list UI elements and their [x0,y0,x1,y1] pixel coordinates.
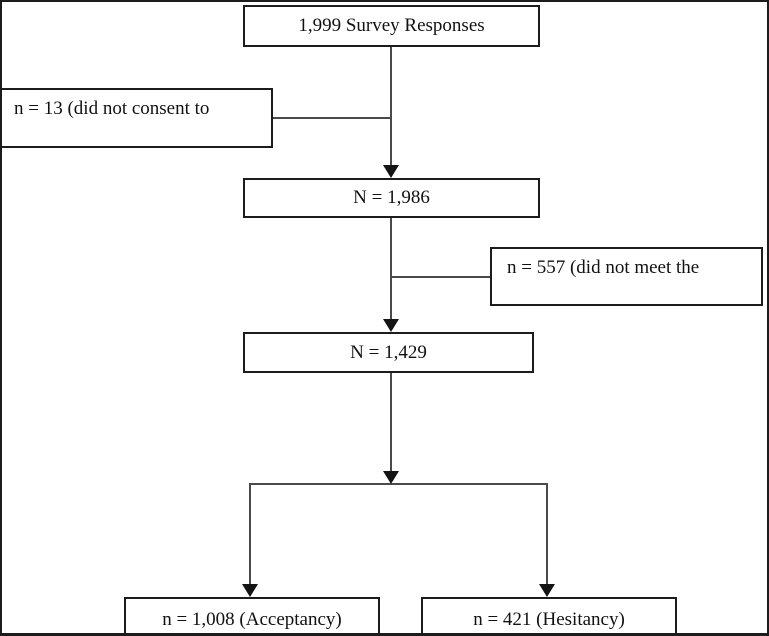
arrowhead-down-icon [383,165,399,178]
connector-total-to-n1986 [390,47,392,166]
connector-branch-bar [249,483,548,485]
node-total-responses: 1,999 Survey Responses [243,5,540,47]
connector-to-excluded-criteria [391,276,490,278]
connector-n1429-to-branch [390,373,392,472]
node-hesitancy-label: n = 421 (Hesitancy) [473,609,625,630]
connector-branch-to-hesitancy [546,483,548,585]
node-acceptancy: n = 1,008 (Acceptancy) [124,597,380,636]
connector-branch-to-acceptancy [249,483,251,585]
arrowhead-down-icon [383,471,399,484]
connector-n1986-to-n1429 [390,218,392,320]
node-after-consent: N = 1,986 [243,178,540,218]
arrowhead-down-icon [539,584,555,597]
connector-to-excluded-consent [272,117,391,119]
arrowhead-down-icon [242,584,258,597]
node-excluded-criteria: n = 557 (did not meet the [490,247,763,306]
node-after-consent-label: N = 1,986 [353,187,430,208]
node-excluded-criteria-label: n = 557 (did not meet the [507,257,700,278]
node-total-responses-label: 1,999 Survey Responses [298,15,485,36]
node-acceptancy-label: n = 1,008 (Acceptancy) [162,609,342,630]
arrowhead-down-icon [383,319,399,332]
node-final-sample: N = 1,429 [243,332,534,373]
node-hesitancy: n = 421 (Hesitancy) [421,597,677,636]
node-excluded-no-consent-label: n = 13 (did not consent to [14,98,210,119]
node-final-sample-label: N = 1,429 [350,341,427,363]
node-excluded-no-consent: n = 13 (did not consent to [0,88,273,148]
